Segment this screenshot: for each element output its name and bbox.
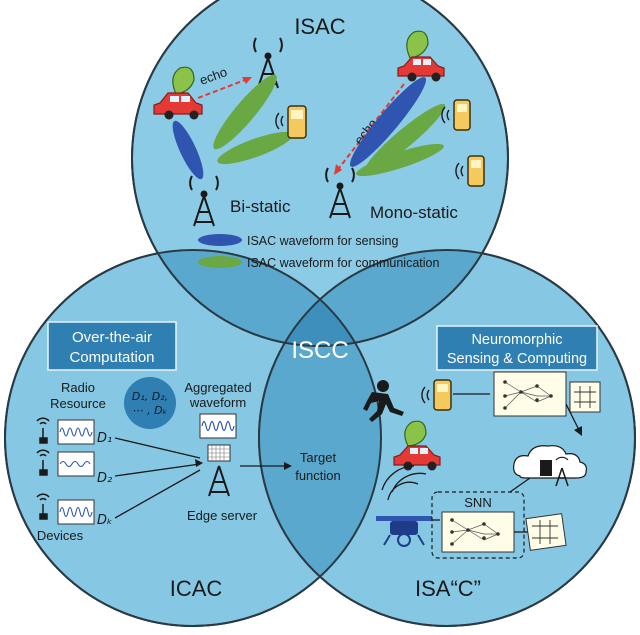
device-icon — [36, 417, 50, 444]
over-the-air-line2: Computation — [69, 349, 154, 366]
legend-communication-label: ISAC waveform for communication — [247, 256, 439, 270]
bi-static-label: Bi-static — [230, 197, 291, 216]
mono-static-label: Mono-static — [370, 203, 458, 222]
isac-section: echo Bi-static — [153, 30, 485, 270]
aggregated-line2: waveform — [189, 395, 246, 410]
target-function-line1: Target — [300, 450, 337, 465]
echo-arrow-left — [197, 77, 251, 99]
d1-label: D₁ — [97, 431, 112, 446]
device-icon — [36, 493, 50, 520]
cell-tower-icon — [325, 167, 355, 219]
target-function-line2: function — [295, 468, 341, 483]
phone-icon — [455, 155, 485, 187]
arrow-snn-to-cloud — [509, 477, 531, 493]
isa-c-title: ISA“C” — [415, 576, 481, 601]
cell-tower-icon — [253, 37, 283, 89]
spike-output-1 — [569, 381, 601, 413]
waveform-d2 — [57, 451, 95, 477]
iscc-title: ISCC — [291, 337, 348, 364]
sensing-beam — [349, 77, 427, 167]
data-bubble-line1: D₁, D₂, — [132, 390, 168, 403]
communication-beam — [213, 74, 277, 150]
car-icon — [153, 66, 203, 120]
d2-label: D₂ — [97, 471, 112, 486]
phone-icon — [421, 379, 452, 411]
edge-server-icon — [207, 444, 231, 497]
device-icon — [36, 449, 50, 476]
sensing-beam — [172, 120, 204, 180]
isa-c-section: Neuromorphic Sensing & Computing — [363, 325, 601, 559]
phone-icon — [275, 105, 307, 139]
neuromorphic-box — [436, 325, 598, 371]
sensing-waves — [381, 465, 427, 501]
falling-person-icon — [363, 380, 404, 422]
radio-resource-line1: Radio — [61, 380, 95, 395]
cloud-server-icon — [513, 445, 587, 487]
over-the-air-box — [47, 321, 177, 371]
car-icon — [397, 30, 445, 82]
snn-box — [431, 491, 525, 559]
icac-title: ICAC — [170, 576, 223, 601]
echo-arrow-right — [335, 83, 405, 173]
arrow-dk — [114, 469, 201, 519]
communication-beam — [217, 131, 293, 165]
legend-sensing-swatch — [198, 234, 242, 246]
neuromorphic-line1: Neuromorphic — [471, 332, 562, 348]
neuromorphic-line2: Sensing & Computing — [447, 351, 587, 367]
cell-tower-icon — [189, 175, 219, 227]
edge-server-label: Edge server — [187, 508, 258, 523]
data-bubble — [124, 377, 176, 429]
spike-output-2 — [525, 513, 567, 551]
snn-label: SNN — [464, 495, 491, 510]
data-bubble-line2: ⋯ , Dₖ — [133, 404, 168, 417]
over-the-air-line1: Over-the-air — [72, 329, 152, 346]
legend: ISAC waveform for sensing ISAC waveform … — [198, 234, 439, 270]
arrow-net-to-cloud — [565, 403, 581, 433]
drone-icon — [376, 516, 432, 547]
devices-label: Devices — [37, 528, 84, 543]
radio-resource-line2: Resource — [50, 396, 106, 411]
communication-beam — [356, 143, 444, 177]
arrow-d2 — [114, 463, 201, 477]
phone-icon — [441, 99, 471, 131]
communication-beam — [364, 103, 446, 173]
icac-section: Over-the-air Computation Radio Resource … — [36, 321, 292, 543]
legend-sensing-label: ISAC waveform for sensing — [247, 234, 398, 248]
isac-title: ISAC — [294, 14, 345, 39]
aggregated-line1: Aggregated — [184, 380, 251, 395]
car-icon — [393, 420, 441, 471]
dk-label: Dₖ — [97, 513, 113, 528]
arrow-d1 — [114, 437, 201, 459]
legend-communication-swatch — [198, 256, 242, 268]
